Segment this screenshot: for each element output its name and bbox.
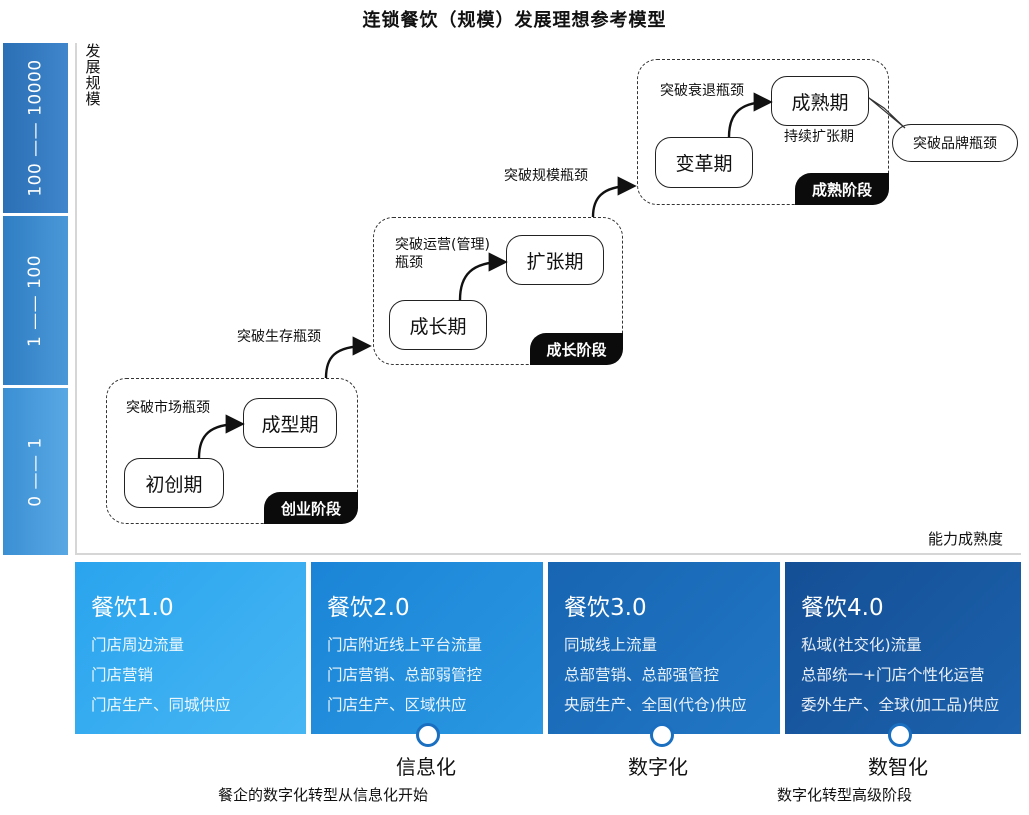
y-axis-line <box>75 43 77 555</box>
arrow-initial-to-formation <box>197 414 245 459</box>
arrow-growth-to-expansion <box>458 252 508 301</box>
callout-pointer <box>868 97 906 129</box>
era-panel-3: 餐饮3.0 同城线上流量 总部营销、总部强管控 央厨生产、全国(代仓)供应 <box>548 562 780 734</box>
era-line: 门店生产、区域供应 <box>327 696 467 714</box>
stage-note-startup: 突破市场瓶颈 <box>126 400 210 416</box>
era-line: 总部营销、总部强管控 <box>564 666 720 684</box>
era-line: 门店周边流量 <box>91 636 185 654</box>
callout-brand-bottleneck: 突破品牌瓶颈 <box>892 124 1018 162</box>
stage-box-mature <box>637 59 889 205</box>
phase-box-maturity: 成熟期 <box>771 76 869 126</box>
era-line: 私域(社交化)流量 <box>801 636 922 654</box>
x-axis-label: 能力成熟度 <box>928 530 1004 548</box>
phase-box-expansion: 扩张期 <box>506 235 604 285</box>
stage-tag-mature: 成熟阶段 <box>795 173 889 205</box>
stage-box-growth <box>373 217 623 365</box>
era-line: 同城线上流量 <box>564 636 658 654</box>
era-line: 总部统一+门店个性化运营 <box>801 666 985 684</box>
stage-box-startup <box>106 378 358 524</box>
transition-label-scale: 突破规模瓶颈 <box>504 168 588 184</box>
milestone-dot-informatization <box>416 723 440 747</box>
caption-left: 餐企的数字化转型从信息化开始 <box>218 786 429 804</box>
scale-band-bottom: 0 —— 1 <box>3 388 68 555</box>
stage-sub-note-mature: 持续扩张期 <box>784 129 854 145</box>
era-line: 门店附近线上平台流量 <box>327 636 483 654</box>
era-line: 门店营销 <box>91 666 154 684</box>
y-axis-label: 发展规模 <box>85 42 101 108</box>
era-line: 门店生产、同城供应 <box>91 696 231 714</box>
milestone-label-digitalization: 数字化 <box>628 755 688 779</box>
phase-box-transformation: 变革期 <box>655 137 753 188</box>
phase-box-initial: 初创期 <box>124 458 224 508</box>
milestone-label-intelligence: 数智化 <box>868 755 928 779</box>
era-title: 餐饮3.0 <box>564 595 647 621</box>
era-title: 餐饮4.0 <box>801 595 884 621</box>
scale-band-middle: 1 —— 100 <box>3 216 68 385</box>
stage-tag-startup: 创业阶段 <box>264 492 358 524</box>
diagram-title: 连锁餐饮（规模）发展理想参考模型 <box>362 10 667 31</box>
phase-box-formation: 成型期 <box>243 398 337 448</box>
era-title: 餐饮1.0 <box>91 595 174 621</box>
scale-band-top: 100 —— 10000 <box>3 43 68 213</box>
milestone-label-informatization: 信息化 <box>396 755 456 779</box>
era-line: 委外生产、全球(加工品)供应 <box>801 696 1000 714</box>
era-panel-2: 餐饮2.0 门店附近线上平台流量 门店营销、总部弱管控 门店生产、区域供应 <box>311 562 543 734</box>
era-panel-1: 餐饮1.0 门店周边流量 门店营销 门店生产、同城供应 <box>75 562 306 734</box>
stage-note-mature: 突破衰退瓶颈 <box>660 83 744 99</box>
phase-box-growth: 成长期 <box>389 300 487 350</box>
arrow-transformation-to-maturity <box>727 92 773 138</box>
era-title: 餐饮2.0 <box>327 595 410 621</box>
stage-note-growth: 突破运营(管理) 瓶颈 <box>395 237 490 271</box>
x-axis-line <box>75 553 1021 555</box>
arrow-stage1-to-stage2 <box>324 336 372 379</box>
caption-right: 数字化转型高级阶段 <box>777 786 913 804</box>
arrow-stage2-to-stage3 <box>591 176 637 218</box>
stage-tag-growth: 成长阶段 <box>530 333 623 365</box>
milestone-dot-digitalization <box>650 723 674 747</box>
era-line: 央厨生产、全国(代仓)供应 <box>564 696 747 714</box>
era-panel-4: 餐饮4.0 私域(社交化)流量 总部统一+门店个性化运营 委外生产、全球(加工品… <box>785 562 1021 734</box>
era-line: 门店营销、总部弱管控 <box>327 666 483 684</box>
milestone-dot-intelligence <box>888 723 912 747</box>
transition-label-survival: 突破生存瓶颈 <box>237 329 321 345</box>
